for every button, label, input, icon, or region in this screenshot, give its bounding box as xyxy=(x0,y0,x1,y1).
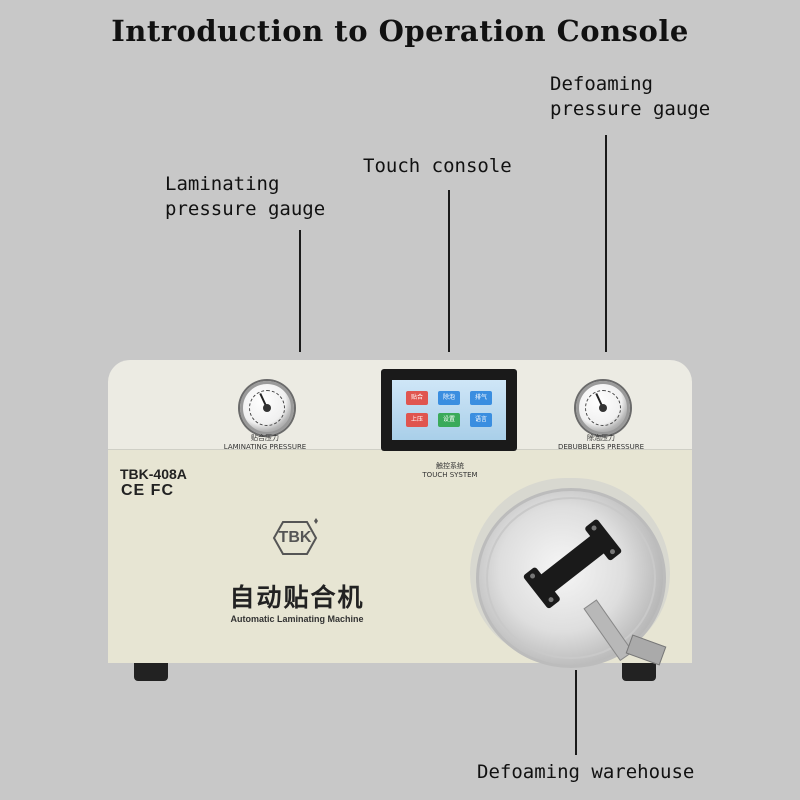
laminating-gauge-label: 贴合压力 LAMINATING PRESSURE xyxy=(200,434,330,452)
machine-foot-right xyxy=(622,663,656,681)
laminating-gauge-label-en: LAMINATING PRESSURE xyxy=(223,443,307,451)
chamber-clamp-handle-icon[interactable] xyxy=(520,512,630,622)
gauge-dial-ticks xyxy=(249,390,285,426)
brand-name: TBK xyxy=(278,529,312,546)
callout-laminating-line1: Laminating xyxy=(165,173,280,195)
screen-button-5[interactable]: 语言 xyxy=(470,413,492,427)
callout-defoaming-line1: Defoaming xyxy=(550,73,653,95)
callout-laminating-gauge: Laminating pressure gauge xyxy=(165,172,325,222)
touch-screen[interactable]: 贴合除泡排气上压设置语言 xyxy=(392,380,506,440)
defoaming-gauge-label: 除泡压力 DEBUBBLERS PRESSURE xyxy=(536,434,666,452)
callout-defoaming-gauge: Defoaming pressure gauge xyxy=(550,72,710,122)
certification-marks: CE FC xyxy=(121,482,174,499)
model-number: TBK-408A xyxy=(120,466,187,482)
touch-system-label-en: TOUCH SYSTEM xyxy=(422,471,478,479)
screen-button-2[interactable]: 排气 xyxy=(470,391,492,405)
laminating-gauge-label-cn: 贴合压力 xyxy=(251,434,279,442)
leader-laminating-gauge xyxy=(299,230,301,352)
screen-button-4[interactable]: 设置 xyxy=(438,413,460,427)
touch-system-label-cn: 触控系统 xyxy=(436,462,464,470)
machine-foot-left xyxy=(134,663,168,681)
callout-touch-console: Touch console xyxy=(363,155,512,177)
screen-button-3[interactable]: 上压 xyxy=(406,413,428,427)
gauge-cap xyxy=(263,404,271,412)
chamber-door-rim xyxy=(486,497,656,659)
touch-system-label: 触控系统 TOUCH SYSTEM xyxy=(400,462,500,480)
tbk-logo-icon xyxy=(272,518,318,555)
page-title: Introduction to Operation Console xyxy=(111,14,689,48)
defoaming-gauge-label-cn: 除泡压力 xyxy=(587,434,615,442)
screen-button-0[interactable]: 贴合 xyxy=(406,391,428,405)
product-name-cn: 自动贴合机 xyxy=(229,583,365,612)
leader-defoaming-gauge xyxy=(605,135,607,352)
defoaming-gauge-label-en: DEBUBBLERS PRESSURE xyxy=(557,443,644,451)
callout-defoaming-warehouse: Defoaming warehouse xyxy=(477,761,695,783)
defoaming-pressure-gauge-icon xyxy=(576,381,630,435)
gauge-cap xyxy=(599,404,607,412)
laminating-pressure-gauge-icon xyxy=(240,381,294,435)
screen-button-1[interactable]: 除泡 xyxy=(438,391,460,405)
leader-touch-console xyxy=(448,190,450,352)
leader-defoaming-warehouse xyxy=(575,670,577,755)
gauge-dial-ticks xyxy=(585,390,621,426)
callout-laminating-line2: pressure gauge xyxy=(165,198,326,220)
callout-defoaming-line2: pressure gauge xyxy=(550,98,711,120)
product-name-en: Automatic Laminating Machine xyxy=(230,614,364,624)
